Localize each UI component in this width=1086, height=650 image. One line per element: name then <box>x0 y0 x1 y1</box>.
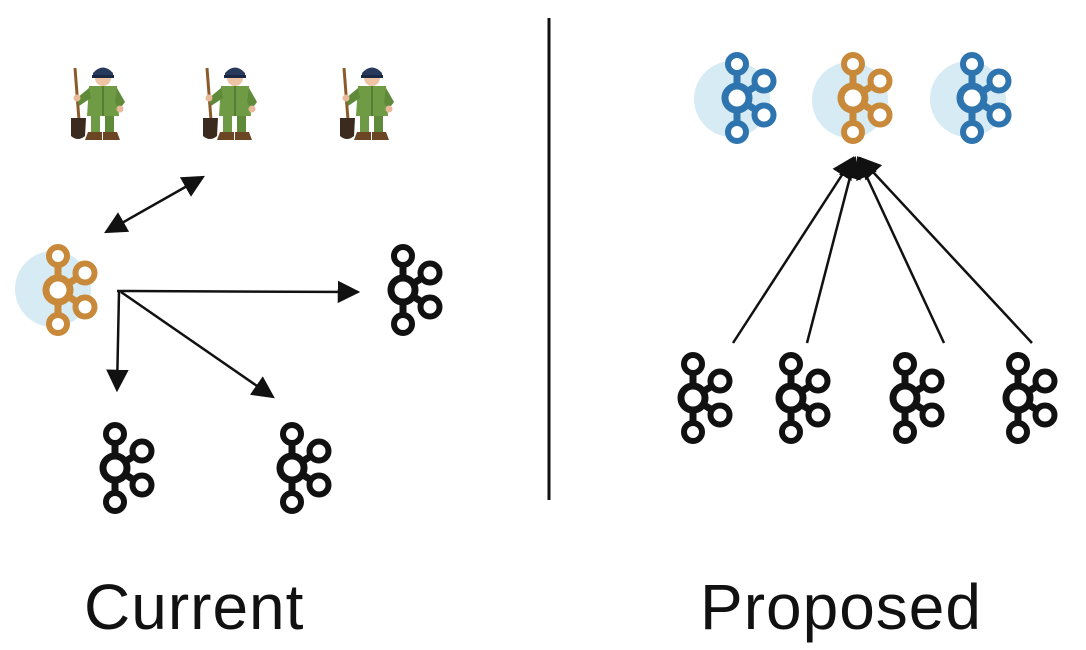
arrow-to-right-cluster <box>116 280 361 304</box>
kafka-cluster-icon <box>681 355 730 441</box>
converging-arrows <box>731 155 1033 344</box>
bidirectional-arrow <box>104 175 205 234</box>
kafka-cluster-icon <box>280 425 329 511</box>
arrow-to-bottom-left-cluster <box>106 291 129 393</box>
kafka-cluster-icon <box>893 355 942 441</box>
arrow-line <box>856 155 946 344</box>
worker-icon <box>69 66 127 142</box>
arrow-line <box>858 156 1033 344</box>
worker-icon <box>338 66 396 142</box>
proposed-top-clusters <box>694 55 1009 141</box>
arrow-line <box>731 156 855 344</box>
arrow-line <box>805 155 861 344</box>
kafka-cluster-icon <box>391 247 440 333</box>
caption-proposed: Proposed <box>700 571 982 643</box>
kafka-cluster-icon <box>103 425 152 511</box>
arrow-to-bottom-right-cluster <box>120 290 275 399</box>
current-workers <box>69 66 396 142</box>
worker-icon <box>201 66 259 142</box>
caption-current: Current <box>84 571 305 643</box>
source-cluster-current <box>15 247 95 333</box>
kafka-cluster-icon <box>779 355 828 441</box>
kafka-cluster-icon <box>1006 355 1055 441</box>
